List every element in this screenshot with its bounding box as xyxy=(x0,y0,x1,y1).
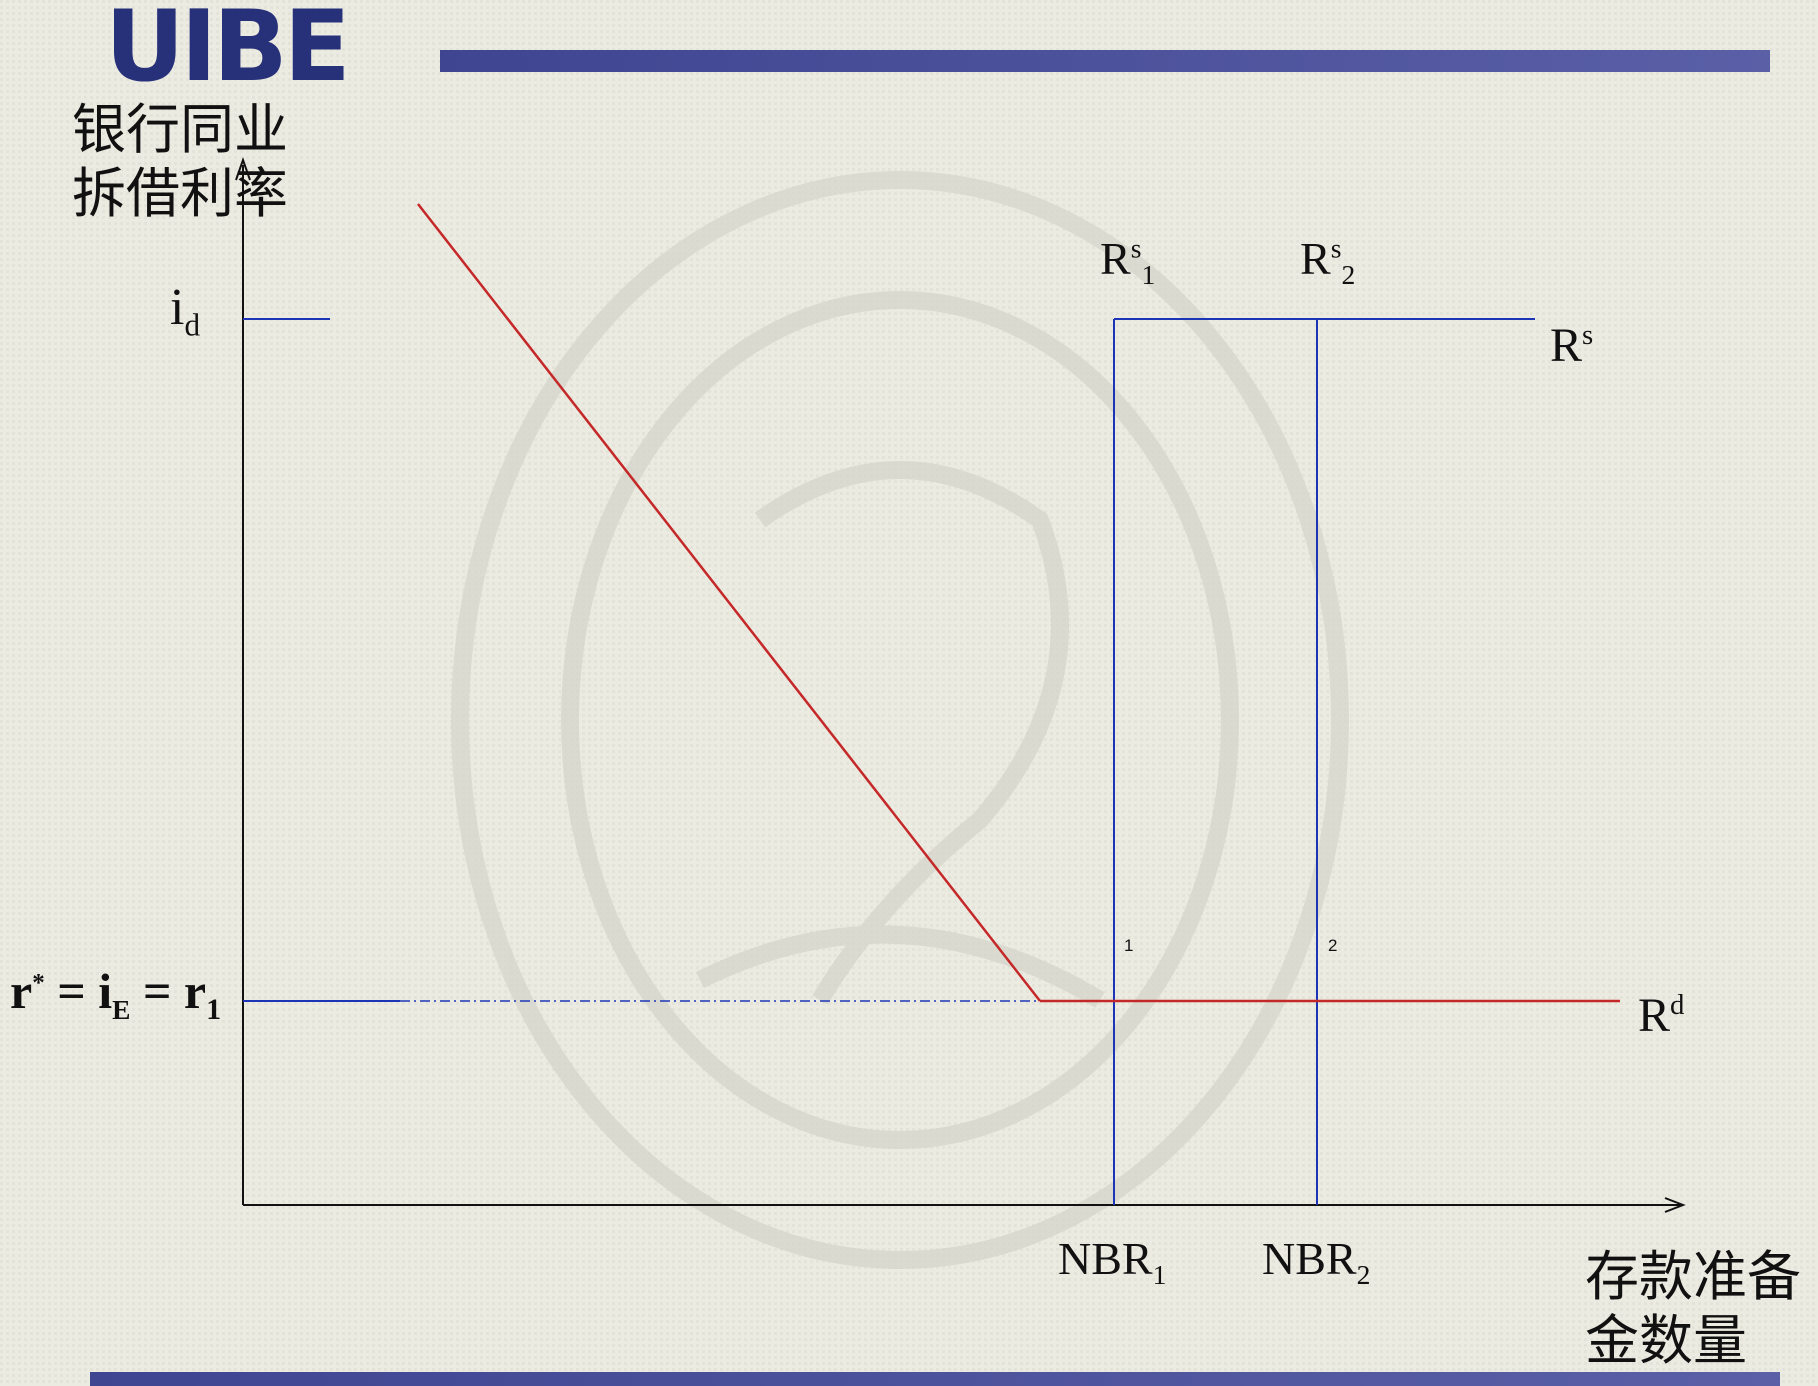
uibe-logo: UIBE xyxy=(105,0,347,104)
y-axis-label-line-1: 银行同业 xyxy=(72,98,288,161)
id-rate-label-main: i xyxy=(170,279,185,336)
supply-curve-1-label: Rs1 xyxy=(1100,232,1155,291)
nbr-2-label-sub: 2 xyxy=(1356,1259,1371,1291)
y-axis-arrow xyxy=(235,156,251,181)
demand-curve xyxy=(417,203,1620,1003)
header-banner xyxy=(440,50,1770,72)
nbr-1-label-sub: 1 xyxy=(1152,1259,1167,1291)
supply-curve-2-label-sup: s xyxy=(1330,232,1342,264)
supply-curve-label-main: R xyxy=(1550,319,1583,372)
nbr-1-label-main: NBR xyxy=(1058,1233,1153,1284)
id-rate-label-sub: d xyxy=(184,307,201,343)
point-label-1: 1 xyxy=(1124,936,1134,955)
seal-watermark xyxy=(451,171,1349,1269)
supply-curve-label-sup: s xyxy=(1582,319,1594,351)
id-rate-label: id xyxy=(170,278,200,343)
nbr-2-label: NBR2 xyxy=(1262,1232,1370,1291)
equilibrium-rate-label: r* = iE = r1 xyxy=(10,963,222,1026)
nbr-2-label-main: NBR xyxy=(1262,1233,1357,1284)
x-axis-arrow xyxy=(1664,1197,1686,1213)
axes xyxy=(235,156,1686,1213)
point-label-2: 2 xyxy=(1328,936,1338,955)
supply-curve-1-label-sup: s xyxy=(1130,232,1142,264)
supply-curves xyxy=(1113,318,1535,1205)
demand-curve-label: Rd xyxy=(1638,988,1684,1043)
x-axis-label: 存款准备 金数量 xyxy=(1585,1245,1801,1373)
supply-curve-label: Rs xyxy=(1550,318,1593,373)
supply-curve-2-label: Rs2 xyxy=(1300,232,1355,291)
demand-curve-sloped xyxy=(417,203,1041,1002)
demand-curve-label-main: R xyxy=(1638,989,1671,1042)
y-axis-label-line-2: 拆借利率 xyxy=(72,162,288,225)
supply-curve-1-label-main: R xyxy=(1100,233,1131,284)
x-axis-label-line-2: 金数量 xyxy=(1585,1309,1747,1372)
y-axis-label: 银行同业 拆借利率 xyxy=(72,98,288,226)
nbr-1-label: NBR1 xyxy=(1058,1232,1166,1291)
x-axis-label-line-1: 存款准备 xyxy=(1585,1245,1801,1308)
supply-curve-2-label-main: R xyxy=(1300,233,1331,284)
supply-curve-2-label-sub: 2 xyxy=(1341,259,1356,291)
demand-curve-label-sup: d xyxy=(1670,989,1685,1021)
supply-curve-1-label-sub: 1 xyxy=(1141,259,1156,291)
footer-banner xyxy=(90,1372,1780,1386)
